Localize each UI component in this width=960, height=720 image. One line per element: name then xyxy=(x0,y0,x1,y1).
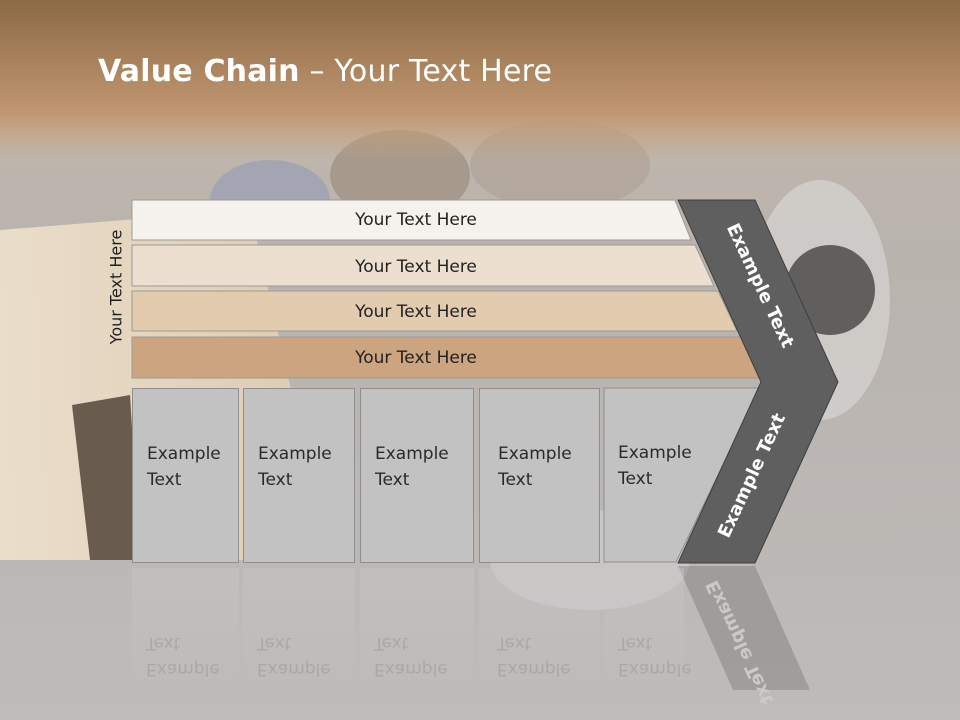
row-4: Your Text Here xyxy=(131,336,763,379)
box-3-reflection-line1: Example xyxy=(374,659,448,679)
row-3: Your Text Here xyxy=(131,290,738,332)
box-5-shape xyxy=(603,387,761,563)
row-3-shape xyxy=(131,290,738,332)
box-3-line2: Text xyxy=(375,470,410,490)
title-bold: Value Chain xyxy=(98,54,300,89)
box-4-reflection: Example Text xyxy=(479,568,600,688)
box-5-line1: Example xyxy=(618,443,692,463)
box-1-reflection-line2: Text xyxy=(146,633,181,653)
row-4-label: Your Text Here xyxy=(354,348,477,368)
box-3-reflection-line2: Text xyxy=(374,633,409,653)
row-2-shape xyxy=(131,244,715,287)
box-2-line2: Text xyxy=(258,470,293,490)
slide-title: Value Chain – Your Text Here xyxy=(98,54,552,89)
row-1-label: Your Text Here xyxy=(354,210,477,230)
box-5-reflection-line1: Example xyxy=(618,659,692,679)
chevron-shape xyxy=(677,199,839,564)
row-2: Your Text Here xyxy=(131,244,715,287)
box-2-line1: Example xyxy=(258,444,332,464)
box-2-reflection-line1: Example xyxy=(257,659,331,679)
box-3-reflection: Example Text xyxy=(360,568,474,688)
box-1-line1: Example xyxy=(147,444,221,464)
box-5-reflection-line2: Text xyxy=(618,633,653,653)
title-rest: – Your Text Here xyxy=(299,54,553,89)
box-2-reflection: Example Text xyxy=(243,568,355,688)
box-3-line1: Example xyxy=(375,444,449,464)
box-2-reflection-line2: Text xyxy=(257,633,292,653)
box-4-reflection-line1: Example xyxy=(497,659,571,679)
box-5-line2: Text xyxy=(618,469,653,489)
box-4-reflection-line2: Text xyxy=(497,633,532,653)
box-1-reflection-line1: Example xyxy=(146,659,220,679)
row-1-shape xyxy=(131,199,692,241)
box-5-reflection: Example Text xyxy=(604,568,692,688)
row-3-label: Your Text Here xyxy=(354,302,477,322)
chevron-reflection: Example Text xyxy=(678,566,810,708)
box-1-reflection: Example Text xyxy=(132,568,239,688)
box-1-line2: Text xyxy=(147,470,182,490)
box-4-line2: Text xyxy=(498,470,533,490)
row-2-label: Your Text Here xyxy=(354,257,477,277)
row-1: Your Text Here xyxy=(131,199,692,241)
box-4-line1: Example xyxy=(498,444,572,464)
